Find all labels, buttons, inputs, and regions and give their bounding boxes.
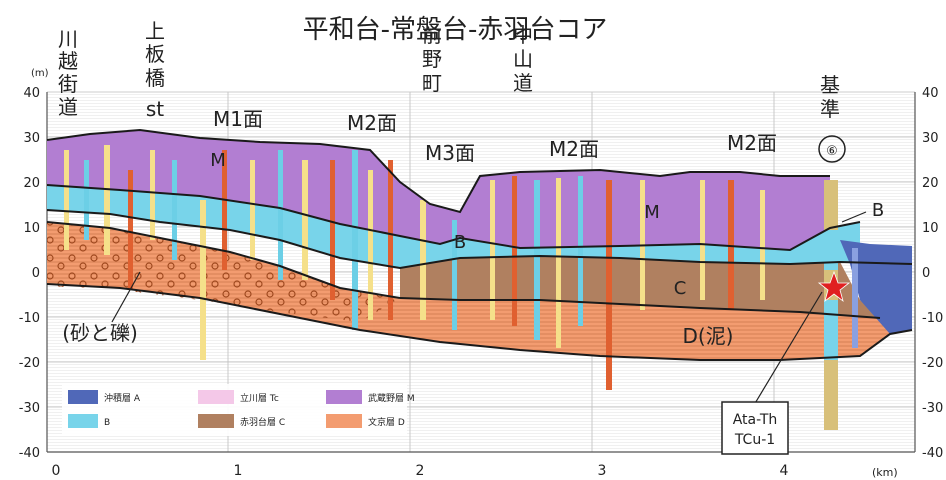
surface-label: M1面 — [213, 107, 263, 131]
layer-d-hatch — [47, 222, 890, 360]
surface-label: M3面 — [425, 141, 475, 165]
tephra-leader — [753, 291, 823, 406]
legend-swatch-c — [198, 414, 234, 428]
y-tick-label-right: -10 — [922, 311, 943, 326]
y-tick-label-left: -20 — [19, 356, 40, 371]
b-callout-line — [841, 211, 867, 223]
y-tick-label-right: -30 — [922, 401, 943, 416]
y-tick-label-right: 0 — [922, 266, 930, 281]
legend-label-c: 赤羽台層 C — [240, 416, 285, 428]
distance-unit-label: (km) — [872, 466, 898, 479]
location-labels: 川越街道上板橋st前野町中山道基準 — [58, 19, 840, 121]
legend-label-a: 沖積層 A — [104, 392, 141, 404]
depth-unit-label: (m) — [31, 68, 49, 79]
legend-swatch-a — [68, 390, 98, 404]
surface-labels: M1面 M2面 M3面 M2面 M2面 — [213, 107, 777, 165]
location-label-char: 道 — [513, 71, 533, 95]
diagram-title: 平和台-常盤台-赤羽台コア — [303, 15, 608, 45]
tephra-box — [721, 401, 789, 455]
location-label-char: 道 — [58, 95, 78, 119]
location-label-char: 街 — [58, 72, 78, 96]
reference-number-label: ⑥ — [826, 144, 838, 159]
y-tick-label-left: -40 — [19, 446, 40, 461]
y-axis-ticks-right: 40 30 20 10 0 -10 -20 -30 -40 — [922, 86, 943, 461]
stratum-boundaries — [46, 128, 913, 361]
location-label-char: 野 — [422, 47, 442, 71]
unit-label: M — [210, 150, 226, 171]
unit-label: D(泥) — [682, 324, 733, 348]
location-label-char: 山 — [513, 47, 533, 71]
y-tick-label-left: 10 — [23, 221, 40, 236]
legend-swatch-m — [326, 390, 362, 404]
legend: 沖積層 A B 立川層 Tc 赤羽台層 C 武蔵野層 M 文京層 D — [62, 384, 415, 436]
y-tick-label-right: 40 — [922, 86, 939, 101]
legend-label-b: B — [104, 418, 110, 428]
location-label-char: 川 — [58, 27, 78, 51]
y-tick-label-right: 30 — [922, 131, 939, 146]
unit-label: B — [454, 232, 466, 253]
unit-label: (砂と礫) — [62, 321, 138, 345]
y-tick-label-right: 20 — [922, 176, 939, 191]
location-label-char: 前 — [422, 23, 442, 47]
y-tick-label-left: -30 — [19, 401, 40, 416]
x-tick-label: 0 — [52, 463, 61, 479]
b-callout-label: B — [872, 200, 884, 221]
legend-swatch-b — [68, 414, 98, 428]
location-label-char: 橋 — [145, 66, 165, 90]
y-tick-label-right: -40 — [922, 446, 943, 461]
location-label-char: 板 — [145, 42, 165, 66]
legend-swatch-d — [326, 414, 362, 428]
location-label-char: 基 — [820, 73, 840, 97]
unit-labels: M M B C D(泥) (砂と礫) — [62, 150, 733, 348]
y-tick-label-left: 40 — [23, 86, 40, 101]
reference-star — [817, 270, 851, 303]
unit-label: M — [644, 202, 660, 223]
surface-label: M2面 — [347, 111, 397, 135]
unit-label: C — [674, 278, 687, 299]
x-tick-label: 4 — [780, 463, 789, 479]
sand-gravel-leader — [111, 271, 141, 323]
y-tick-label-right: 10 — [922, 221, 939, 236]
tephra-label-2: TCu-1 — [734, 432, 775, 448]
y-tick-label-left: 20 — [23, 176, 40, 191]
reference-circle — [818, 135, 846, 163]
location-label-char: 町 — [422, 71, 442, 95]
x-tick-label: 2 — [416, 463, 425, 479]
location-label-char: st — [146, 97, 164, 121]
legend-swatch-tc — [198, 390, 234, 404]
y-tick-label-left: 0 — [32, 266, 40, 281]
location-label-char: 準 — [820, 97, 840, 121]
legend-label-m: 武蔵野層 M — [368, 392, 415, 404]
x-tick-label: 3 — [598, 463, 607, 479]
surface-label: M2面 — [727, 131, 777, 155]
gravel-sand-zone — [47, 222, 400, 322]
surface-label: M2面 — [549, 137, 599, 161]
legend-label-d: 文京層 D — [368, 416, 405, 428]
y-tick-label-left: -10 — [19, 311, 40, 326]
location-label-char: 中 — [513, 23, 533, 47]
x-tick-label: 1 — [234, 463, 243, 479]
y-tick-label-left: 30 — [23, 131, 40, 146]
y-axis-ticks-left: 40 30 20 10 0 -10 -20 -30 -40 — [19, 86, 40, 461]
location-label-char: 上 — [145, 19, 165, 43]
y-tick-label-right: -20 — [922, 356, 943, 371]
x-axis-ticks: 0 1 2 3 4 — [52, 463, 789, 479]
legend-label-tc: 立川層 Tc — [240, 392, 279, 404]
layer-m-musashino — [47, 130, 830, 250]
location-label-char: 越 — [58, 49, 78, 73]
tephra-label-1: Ata-Th — [733, 412, 778, 428]
